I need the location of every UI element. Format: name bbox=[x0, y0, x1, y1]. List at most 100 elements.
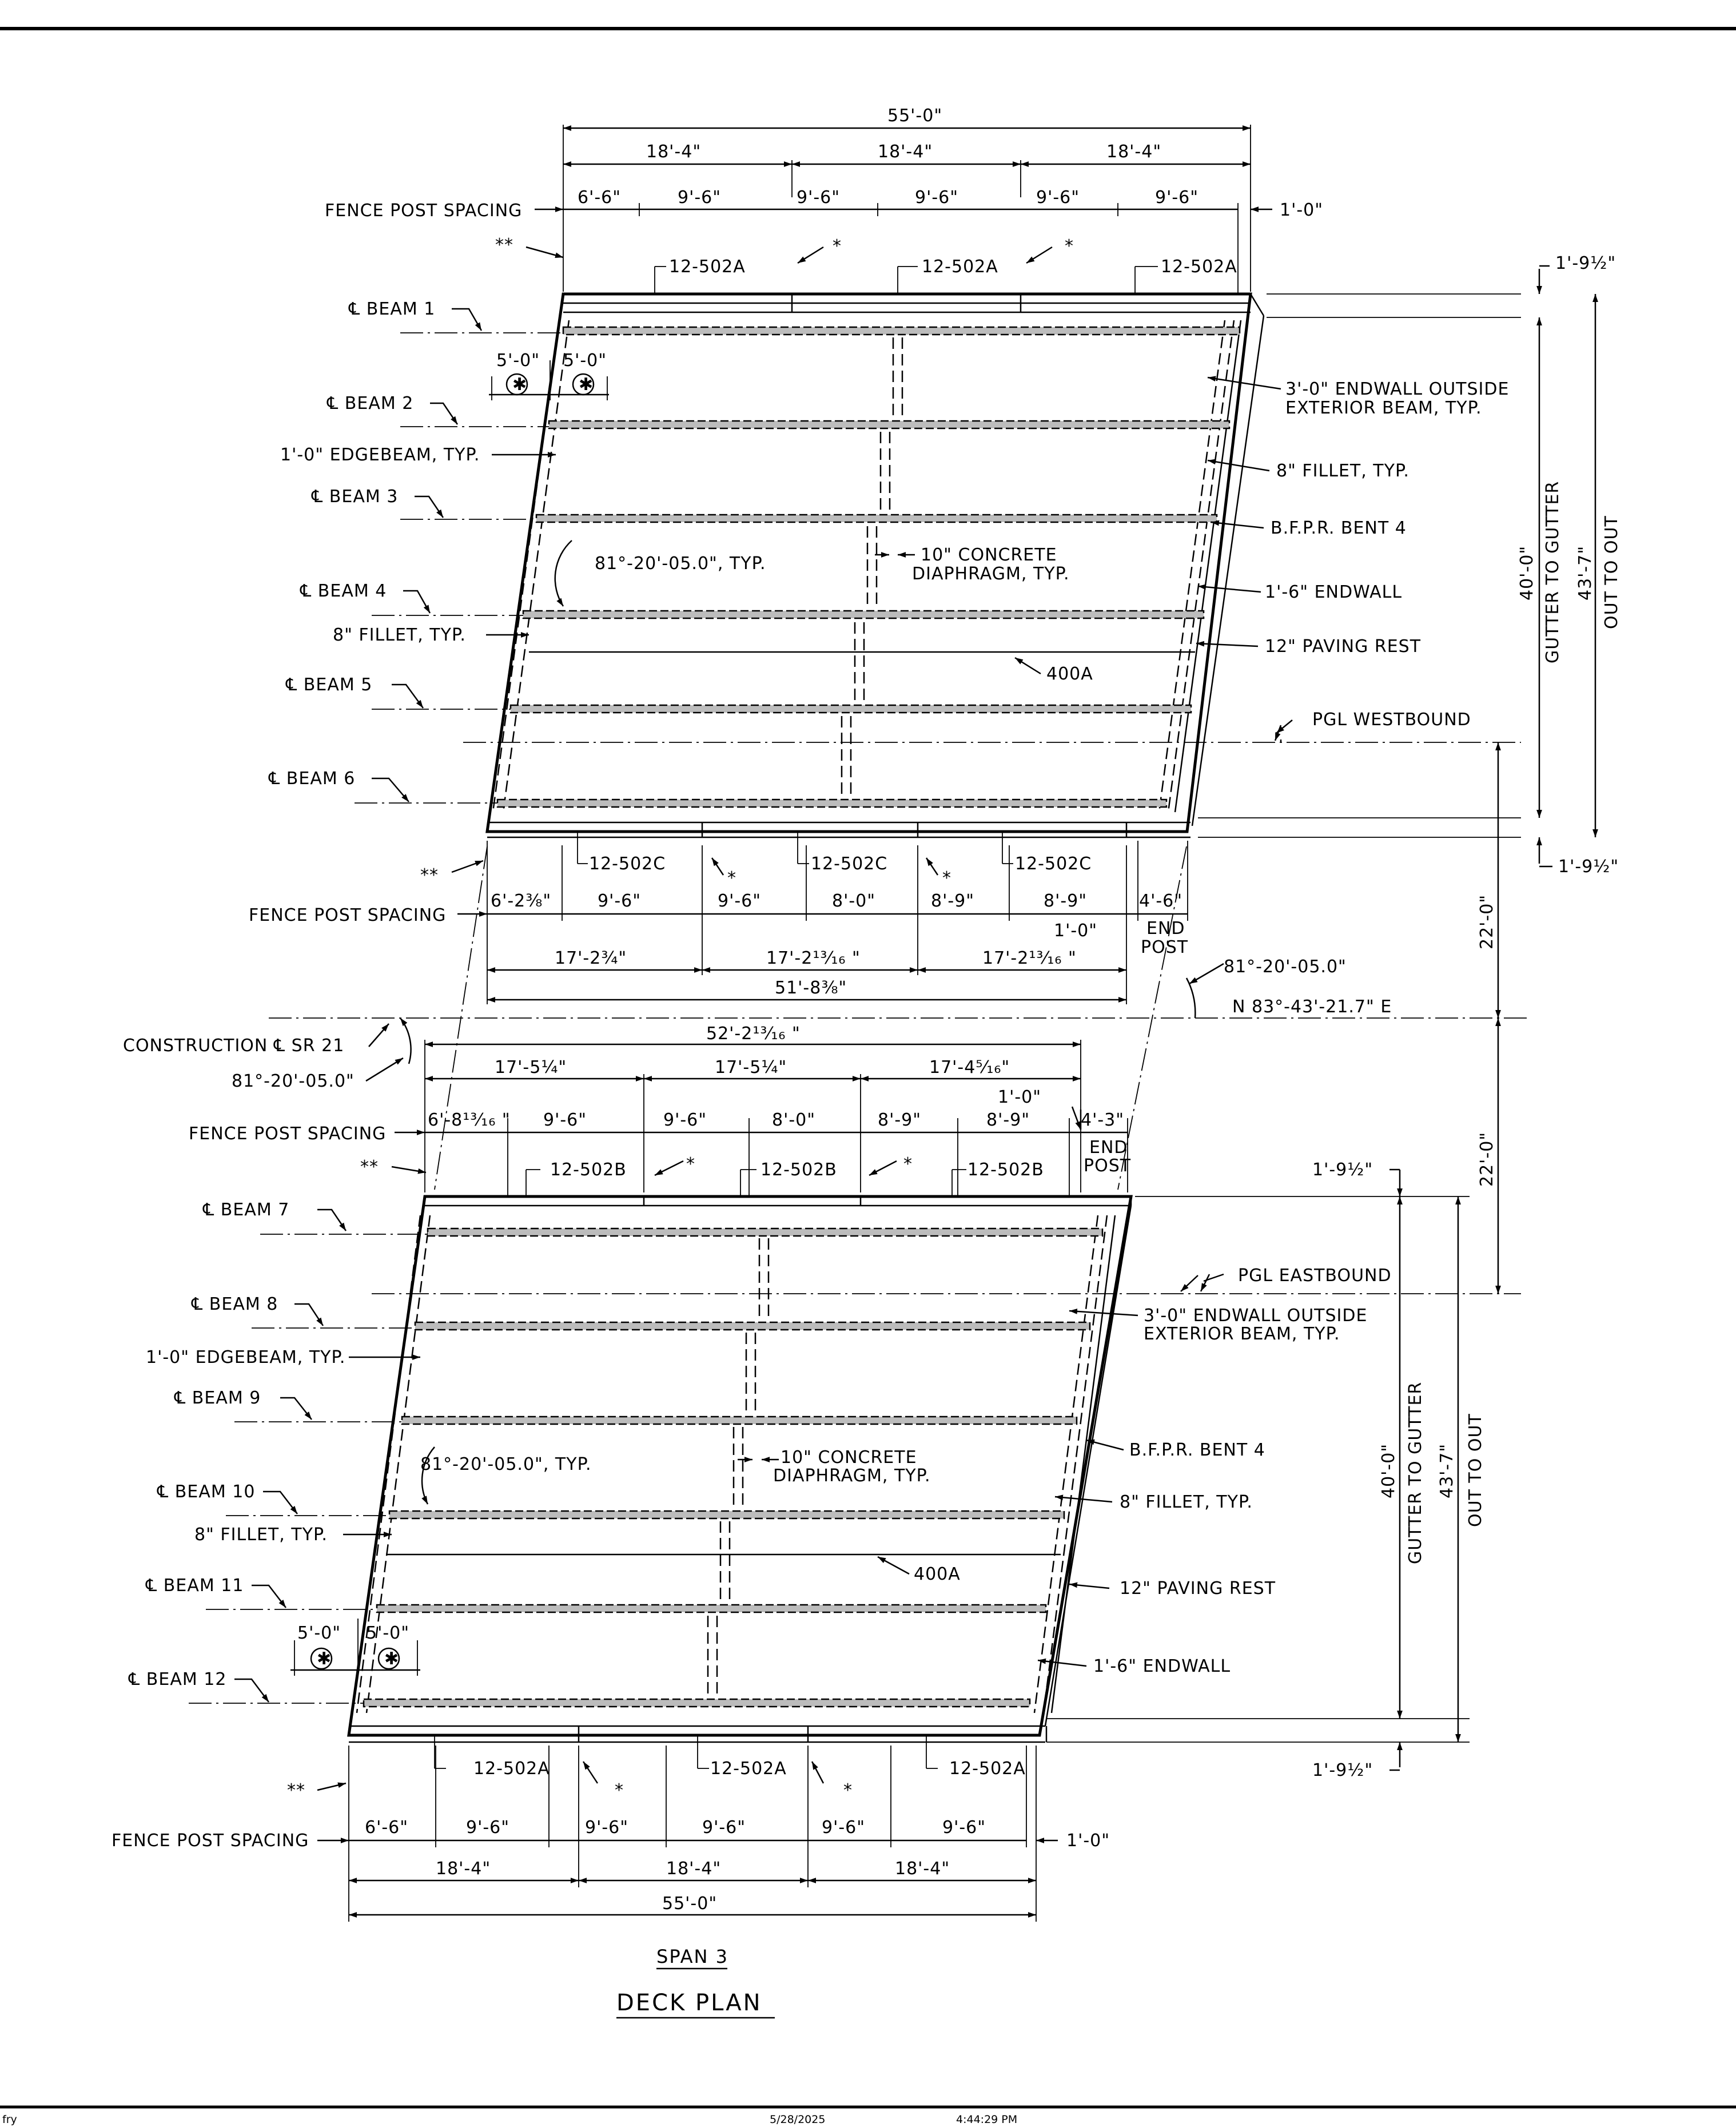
eb-beam-7: ℄ BEAM 7 bbox=[202, 1200, 289, 1220]
wb-bot-mark-1: 12-502C bbox=[589, 854, 666, 874]
wb-beam-3: ℄ BEAM 3 bbox=[311, 487, 398, 507]
eastbound-deck-outline bbox=[347, 1195, 1133, 1737]
eb-end-post-1: END bbox=[1089, 1138, 1128, 1158]
wb-diaphragm-1: 10" CONCRETE bbox=[921, 545, 1057, 565]
wb-edgebeam: 1'-0" EDGEBEAM, TYP. bbox=[280, 445, 480, 465]
eb-post-5: 8'-9" bbox=[878, 1110, 921, 1130]
eb-note-endwall-2: EXTERIOR BEAM, TYP. bbox=[1144, 1324, 1340, 1344]
wb-bot-fence-label: FENCE POST SPACING bbox=[249, 905, 446, 925]
wb-top-overall: 55'-0" bbox=[887, 106, 942, 126]
eb-skew: 81°-20'-05.0", TYP. bbox=[420, 1454, 592, 1474]
eb-beam-9: ℄ BEAM 9 bbox=[174, 1388, 261, 1408]
eb-star-1: * bbox=[686, 1154, 695, 1174]
wb-post-1: 6'-6" bbox=[578, 188, 621, 208]
eb-bot-post-4: 9'-6" bbox=[702, 1818, 746, 1838]
footer-date: 5/28/2025 bbox=[770, 2113, 825, 2126]
wb-vert-out: 43'-7" bbox=[1575, 546, 1595, 601]
eastbound-labels: 52'-2¹³⁄₁₆ " 17'-5¼" 17'-5¼" 17'-4⁵⁄₁₆" … bbox=[112, 1024, 1486, 1914]
wb-bar-400a: 400A bbox=[1046, 664, 1093, 684]
wb-fillet-left: 8" FILLET, TYP. bbox=[333, 625, 466, 645]
wb-beam-1: ℄ BEAM 1 bbox=[348, 299, 435, 319]
wb-pgl: PGL WESTBOUND bbox=[1312, 710, 1471, 730]
wb-fence-label: FENCE POST SPACING bbox=[325, 201, 522, 221]
eb-bot-mark-2: 12-502A bbox=[710, 1759, 787, 1779]
eb-vert-gutter: 40'-0" bbox=[1379, 1444, 1399, 1498]
eb-diaphragm-1: 10" CONCRETE bbox=[781, 1448, 917, 1468]
eb-bot-post-2: 9'-6" bbox=[466, 1818, 509, 1838]
wb-star-1: * bbox=[833, 236, 842, 256]
eb-beam-10: ℄ BEAM 10 bbox=[157, 1482, 255, 1502]
eb-top-overall: 52'-2¹³⁄₁₆ " bbox=[706, 1024, 801, 1044]
eb-double-star: ** bbox=[360, 1157, 379, 1177]
eb-post-2: 9'-6" bbox=[543, 1110, 587, 1130]
wb-bot-third-1: 17'-2¾" bbox=[555, 948, 627, 968]
offset-lower: 22'-0" bbox=[1477, 1132, 1497, 1187]
wb-bot-post-4: 8'-0" bbox=[832, 891, 875, 911]
wb-post-3: 9'-6" bbox=[797, 188, 840, 208]
eb-light-offset-1: 5'-0" bbox=[297, 1623, 341, 1643]
wb-bot-overall: 51'-8⅜" bbox=[775, 978, 847, 998]
wb-mark-3: 12-502A bbox=[1161, 257, 1237, 277]
eb-post-1: 6'-8¹³⁄₁₆ " bbox=[428, 1110, 511, 1130]
wb-post-4: 9'-6" bbox=[915, 188, 958, 208]
westbound-deck-outline bbox=[485, 292, 1252, 833]
eb-top-third-1: 17'-5¼" bbox=[495, 1057, 567, 1078]
westbound-dimensions bbox=[269, 125, 1598, 1294]
center-skew-left: 81°-20'-05.0" bbox=[232, 1071, 355, 1091]
eb-vert-gutter-label: GUTTER TO GUTTER bbox=[1405, 1382, 1426, 1564]
wb-post-2: 9'-6" bbox=[678, 188, 721, 208]
svg-text:✱: ✱ bbox=[579, 375, 594, 395]
svg-text:✱: ✱ bbox=[512, 375, 527, 395]
eb-end-post-2: POST bbox=[1084, 1156, 1131, 1176]
wb-bot-post-6: 8'-9" bbox=[1044, 891, 1087, 911]
wb-top-third-1: 18'-4" bbox=[646, 142, 701, 162]
wb-beam-6: ℄ BEAM 6 bbox=[268, 769, 355, 789]
eb-diaphragm-2: DIAPHRAGM, TYP. bbox=[773, 1466, 931, 1486]
sheet-title-block: SPAN 3 DECK PLAN bbox=[616, 1946, 775, 2019]
wb-double-star: ** bbox=[495, 235, 513, 255]
wb-post-5: 9'-6" bbox=[1036, 188, 1080, 208]
offset-upper: 22'-0" bbox=[1477, 894, 1497, 949]
eb-note-bfpr: B.F.P.R. BENT 4 bbox=[1129, 1440, 1265, 1460]
eb-post-7: 4'-3" bbox=[1081, 1110, 1124, 1130]
eb-bot-end: 1'-0" bbox=[1066, 1831, 1110, 1851]
sheet-footer: fry 5/28/2025 4:44:29 PM bbox=[2, 2113, 1017, 2126]
wb-note-endwall-2: EXTERIOR BEAM, TYP. bbox=[1285, 398, 1482, 418]
eb-bot-post-5: 9'-6" bbox=[822, 1818, 865, 1838]
wb-bot-star-1: * bbox=[727, 868, 736, 888]
eb-bot-mark-3: 12-502A bbox=[949, 1759, 1026, 1779]
deck-plan-title: DECK PLAN bbox=[616, 1990, 762, 2016]
wb-top-third-2: 18'-4" bbox=[878, 142, 933, 162]
eb-top-third-2: 17'-5¼" bbox=[715, 1057, 787, 1078]
wb-vert-gutter: 40'-0" bbox=[1517, 546, 1537, 601]
wb-bot-post-5: 8'-9" bbox=[931, 891, 974, 911]
wb-bot-post-3: 9'-6" bbox=[718, 891, 761, 911]
wb-edge-top: 1'-9½" bbox=[1555, 253, 1616, 273]
eb-edge-top: 1'-9½" bbox=[1312, 1160, 1373, 1180]
eb-post-6: 8'-9" bbox=[986, 1110, 1030, 1130]
eb-top-third-3: 17'-4⁵⁄₁₆" bbox=[929, 1057, 1010, 1078]
center-skew: 81°-20'-05.0" bbox=[1224, 957, 1347, 977]
wb-top-third-3: 18'-4" bbox=[1106, 142, 1161, 162]
eb-vert-out: 43'-7" bbox=[1437, 1444, 1457, 1498]
wb-note-bfpr: B.F.P.R. BENT 4 bbox=[1271, 518, 1407, 538]
eb-bot-overall: 55'-0" bbox=[662, 1894, 717, 1914]
span-label: SPAN 3 bbox=[656, 1946, 728, 1967]
wb-bot-post-2: 9'-6" bbox=[598, 891, 641, 911]
eb-bot-star-2: * bbox=[843, 1780, 853, 1800]
wb-bot-mark-3: 12-502C bbox=[1015, 854, 1092, 874]
wb-light-offset-1: 5'-0" bbox=[496, 351, 540, 371]
eb-note-endwall-16: 1'-6" ENDWALL bbox=[1093, 1656, 1231, 1676]
wb-bot-end: 1'-0" bbox=[1054, 921, 1097, 941]
wb-end-post-2: POST bbox=[1141, 937, 1188, 957]
wb-note-paving: 12" PAVING REST bbox=[1265, 637, 1421, 657]
wb-beam-5: ℄ BEAM 5 bbox=[285, 675, 372, 695]
centerline-labels: 81°-20'-05.0" N 83°-43'-21.7" E CONSTRUC… bbox=[123, 894, 1497, 1187]
eb-bot-third-3: 18'-4" bbox=[895, 1859, 950, 1879]
wb-edge-bot: 1'-9½" bbox=[1558, 857, 1619, 877]
eb-beam-8: ℄ BEAM 8 bbox=[191, 1294, 278, 1314]
wb-end-post-1: END bbox=[1146, 919, 1185, 939]
eb-bot-post-6: 9'-6" bbox=[942, 1818, 986, 1838]
wb-star-2: * bbox=[1065, 236, 1074, 256]
